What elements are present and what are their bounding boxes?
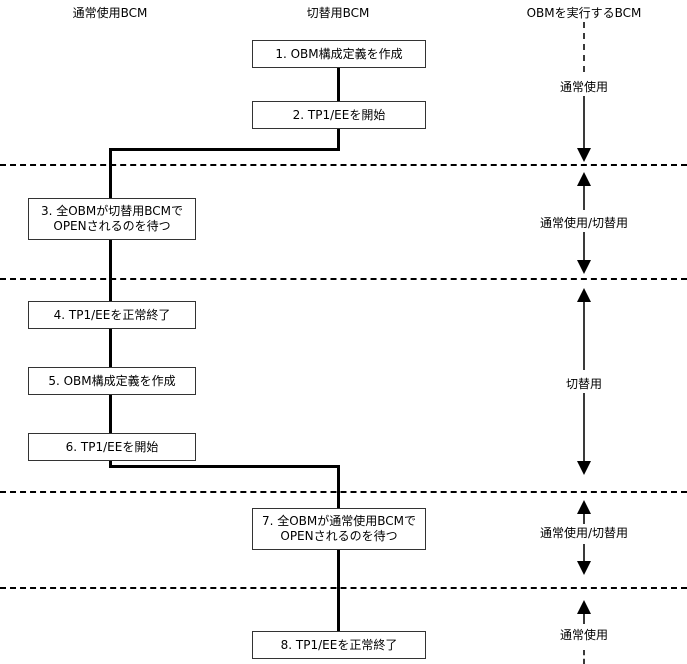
phase-2-arrow-up-icon — [577, 172, 591, 186]
phase-label-5: 通常使用 — [556, 626, 612, 644]
connector-into-step3 — [109, 148, 112, 199]
process-box-step-7[interactable]: 7. 全OBMが通常使用BCMで OPENされるのを待つ — [252, 508, 426, 550]
connector-step2-down — [337, 128, 340, 151]
phase-label-3: 切替用 — [562, 375, 606, 393]
phase-1-line-upper — [583, 22, 585, 72]
phase-4-arrow-up-icon — [577, 500, 591, 514]
process-box-step-4[interactable]: 4. TP1/EEを正常終了 — [28, 301, 196, 329]
connector-step3-step4 — [109, 239, 112, 303]
phase-3-arrow-up-icon — [577, 288, 591, 302]
phase-separator-2 — [0, 278, 687, 280]
phase-separator-1 — [0, 164, 687, 166]
phase-label-1: 通常使用 — [556, 78, 612, 96]
phase-separator-3 — [0, 491, 687, 493]
process-box-step-3-label: 3. 全OBMが切替用BCMで OPENされるのを待つ — [40, 204, 184, 233]
connector-step7-step8 — [337, 550, 340, 632]
phase-5-line-upper — [583, 614, 585, 624]
phase-2-arrow-down-icon — [577, 260, 591, 274]
process-box-step-8-label: 8. TP1/EEを正常終了 — [280, 637, 398, 652]
connector-step6-to-switch — [109, 465, 340, 468]
process-box-step-2-label: 2. TP1/EEを開始 — [292, 107, 386, 122]
phase-4-line-upper — [583, 514, 585, 526]
process-box-step-6[interactable]: 6. TP1/EEを開始 — [28, 433, 196, 461]
connector-step6-down — [109, 460, 112, 468]
process-box-step-5[interactable]: 5. OBM構成定義を作成 — [28, 367, 196, 395]
connector-into-step7 — [337, 465, 340, 509]
connector-step1-step2 — [337, 67, 340, 103]
phase-3-line-upper — [583, 302, 585, 370]
connector-step4-step5 — [109, 328, 112, 369]
phase-5-line-lower — [583, 650, 585, 664]
phase-3-arrow-down-icon — [577, 461, 591, 475]
phase-1-line-lower — [583, 96, 585, 148]
phase-4-line-lower — [583, 544, 585, 561]
phase-1-arrow-down-icon — [577, 148, 591, 162]
process-box-step-4-label: 4. TP1/EEを正常終了 — [53, 307, 171, 322]
process-box-step-5-label: 5. OBM構成定義を作成 — [48, 373, 176, 388]
column-header-switch-bcm: 切替用BCM — [306, 6, 370, 20]
process-box-step-7-label: 7. 全OBMが通常使用BCMで OPENされるのを待つ — [261, 514, 417, 543]
process-box-step-8[interactable]: 8. TP1/EEを正常終了 — [252, 631, 426, 659]
process-box-step-1-label: 1. OBM構成定義を作成 — [275, 46, 403, 61]
column-header-obm-exec-bcm: OBMを実行するBCM — [526, 6, 642, 20]
phase-2-line-lower — [583, 232, 585, 260]
connector-step5-step6 — [109, 394, 112, 435]
phase-separator-4 — [0, 587, 687, 589]
phase-5-arrow-up-icon — [577, 600, 591, 614]
connector-step2-to-normal — [109, 148, 340, 151]
process-box-step-2[interactable]: 2. TP1/EEを開始 — [252, 101, 426, 129]
phase-2-line-upper — [583, 186, 585, 210]
process-box-step-3[interactable]: 3. 全OBMが切替用BCMで OPENされるのを待つ — [28, 198, 196, 240]
phase-3-line-lower — [583, 393, 585, 461]
phase-4-arrow-down-icon — [577, 561, 591, 575]
phase-label-2: 通常使用/切替用 — [536, 214, 632, 232]
column-header-normal-bcm: 通常使用BCM — [72, 6, 148, 20]
process-box-step-1[interactable]: 1. OBM構成定義を作成 — [252, 40, 426, 68]
phase-label-4: 通常使用/切替用 — [536, 524, 632, 542]
process-box-step-6-label: 6. TP1/EEを開始 — [65, 439, 159, 454]
